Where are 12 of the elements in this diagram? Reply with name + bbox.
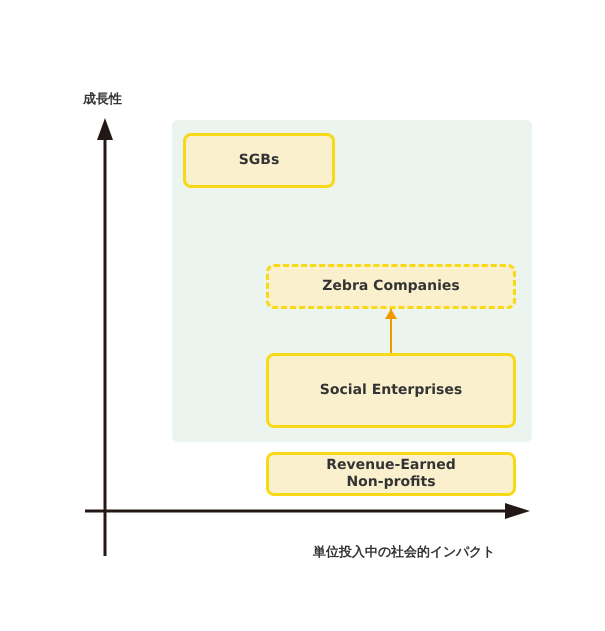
category-label: Zebra Companies (322, 278, 460, 295)
category-box (266, 264, 516, 309)
category-box (266, 353, 516, 428)
x-axis-label: 単位投入中の社会的インパクト (313, 544, 495, 561)
category-label: Revenue-Earned Non-profits (325, 457, 457, 491)
y-axis-label: 成長性 (83, 91, 122, 108)
shaded-region (172, 120, 532, 442)
category-box (183, 133, 335, 188)
category-label: SGBs (238, 152, 280, 169)
category-box (266, 452, 516, 496)
arrow (385, 309, 397, 353)
category-label: Social Enterprises (320, 382, 462, 399)
